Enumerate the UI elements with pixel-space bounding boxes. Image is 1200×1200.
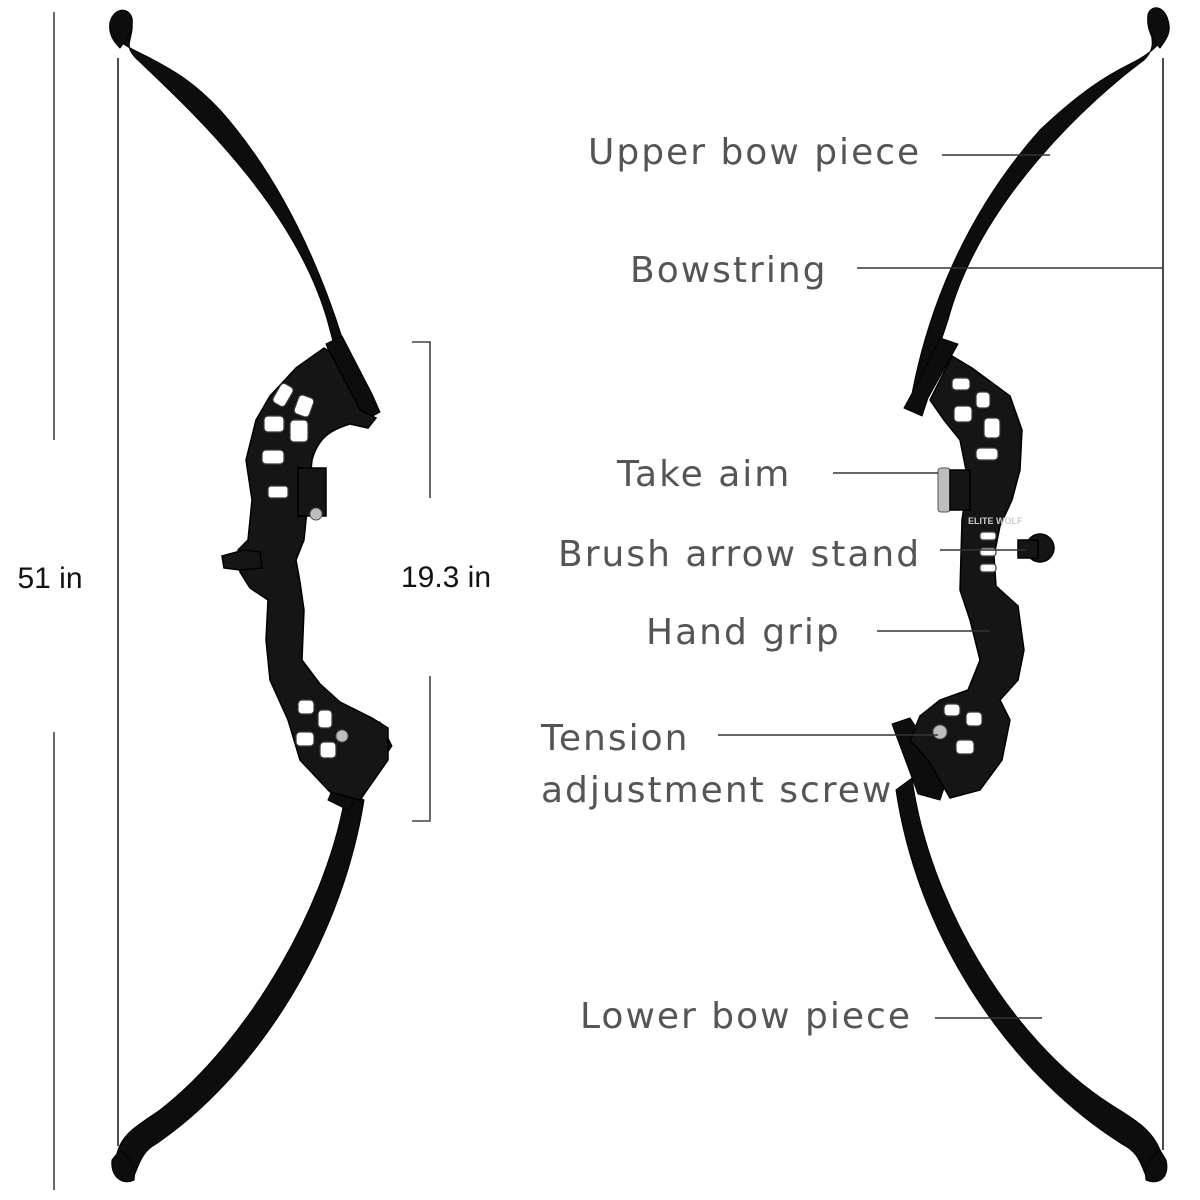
hand-grip-label: Hand grip [646,612,841,653]
left-riser-cutout [319,741,337,759]
right-sight-bracket [949,469,971,511]
left-riser [237,347,389,801]
left-riser-cutout [289,419,309,443]
left-riser-cutout [272,382,294,408]
overall-length-label: 51 in [17,562,82,595]
lower-bow-piece-label: Lower bow piece [580,996,912,1037]
right-arrow-rest-mount [1017,539,1039,559]
tension-label-line1: Tension [540,718,689,759]
left-riser-cutout [317,709,333,729]
overall-length-dimension: 51 in [17,12,83,1190]
riser-length-label: 19.3 in [401,561,491,594]
right-riser-cutout [979,531,997,541]
left-tension-screw [335,729,349,743]
left-riser-cutout [267,485,289,499]
riser-brand-text: ELITE WOLF [968,516,1023,526]
callout-labels: Upper bow piece Bowstring Take aim Brush… [540,132,921,1037]
right-riser-cutout [983,417,1001,439]
right-riser-cutout [965,711,983,727]
left-riser-cutout [261,449,285,465]
left-bow-illustration [109,9,393,1183]
right-riser-cutout [979,563,997,573]
left-arrow-rest [221,549,263,571]
right-riser [909,354,1025,799]
upper-bow-piece-label: Upper bow piece [588,132,921,173]
left-upper-limb [111,13,359,397]
right-tension-screw [932,724,948,740]
right-bow-illustration: ELITE WOLF [891,7,1170,1183]
left-upper-limb-tip [109,9,133,49]
take-aim-label: Take aim [616,454,791,495]
right-lower-limb-tip [1145,1149,1168,1183]
left-sight-pin [309,507,323,521]
left-lower-limb [115,789,365,1178]
right-upper-limb [911,10,1167,396]
right-riser-cutout [943,703,961,717]
left-riser-cutout [297,699,315,715]
right-riser-cutout [955,739,975,755]
callout-leaders [718,154,1163,1019]
right-riser-cutout [975,447,999,461]
bowstring-label: Bowstring [630,250,828,291]
riser-dimension-bracket-bottom [412,676,431,822]
tension-label-line2: adjustment screw [541,770,893,811]
right-riser-cutout [953,405,973,423]
left-riser-cutout [293,394,315,418]
right-upper-limb-tip [1147,7,1170,49]
right-sight-pin [937,467,951,513]
right-riser-cutout [951,377,971,391]
riser-length-dimension: 19.3 in [401,341,491,822]
brush-arrow-stand-label: Brush arrow stand [558,534,921,575]
left-sight-bracket [297,467,327,517]
left-lower-limb-tip [111,1149,135,1183]
left-riser-cutout [295,731,315,747]
right-riser-cutout [975,391,991,409]
left-riser-cutout [263,415,285,433]
riser-dimension-bracket-top [412,341,431,498]
right-lower-limb [895,777,1163,1178]
right-upper-limb-pocket [903,337,959,417]
